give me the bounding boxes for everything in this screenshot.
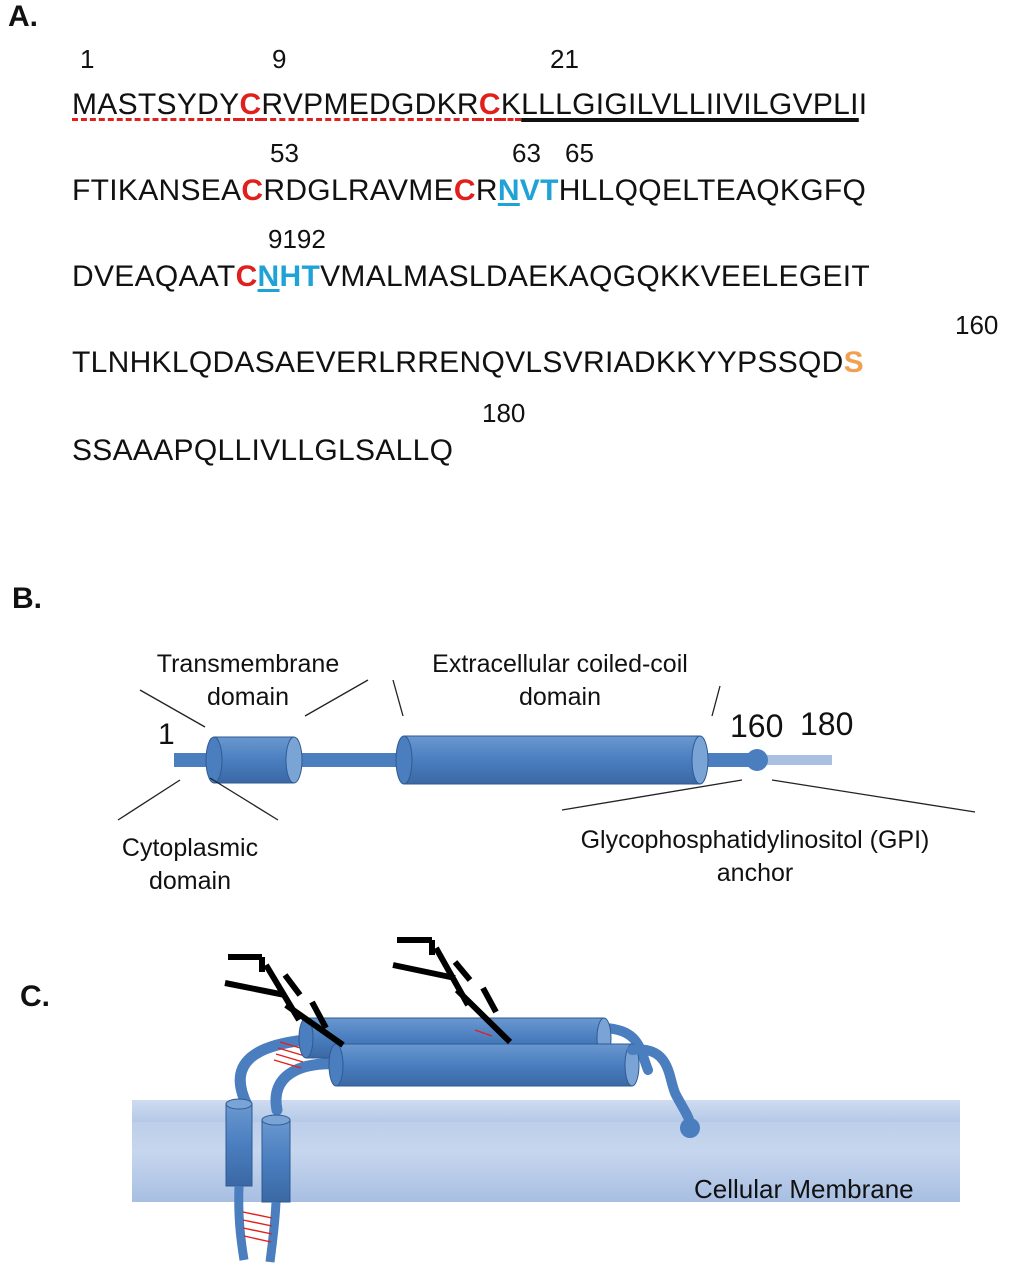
gpi-anchor-label: Glycophosphatidylinositol (GPI) anchor (520, 824, 990, 889)
residue-number-21: 21 (550, 44, 579, 74)
label-line: Cytoplasmic (121, 834, 259, 862)
cytoplasmic-segment: MASTSYDYCRVPMEDGDKRCK (72, 88, 521, 121)
position-180-label: 180 (800, 706, 854, 742)
glycosylation-motif: VT (519, 174, 559, 207)
coiled-coil-cylinder (395, 735, 709, 785)
transmembrane-cylinder-1 (225, 1098, 253, 1187)
extracellular-domain-label: Extracellular coiled-coil domain (380, 648, 740, 713)
linker-segment (295, 753, 407, 767)
coiled-coil-front (328, 1043, 640, 1087)
label-line: domain (519, 682, 601, 711)
label-line: anchor (716, 858, 794, 887)
disulfide-bonds-lower (242, 1211, 273, 1243)
position-1-label: 1 (158, 718, 175, 751)
sequence-line-5: SSAAAPQLLIVLLGLSALLQ (72, 434, 453, 468)
sequence-line-2: FTIKANSEACRDGLRAVMECRNVTHLLQQELTEAQKGFQ (72, 174, 866, 208)
residue-number-53: 53 (270, 138, 299, 168)
gpi-anchor-bulb (680, 1118, 700, 1138)
domain-schematic (117, 679, 976, 821)
residue-number-160: 160 (955, 310, 999, 340)
label-line: Transmembrane (156, 650, 340, 678)
label-line: Glycophosphatidylinositol (GPI) (580, 826, 930, 854)
cytoplasmic-tail-2 (265, 1201, 281, 1263)
transmembrane-segment: LLLGIGILVLLIIVILGVPLI (521, 88, 859, 121)
linker-back-c-term (600, 1023, 653, 1075)
residue-number-63: 63 (512, 138, 541, 168)
disulfide-mark (474, 1029, 493, 1037)
cytoplasmic-domain-label: Cytoplasmic domain (80, 832, 300, 897)
seq-seg: SSAAAPQLLIVLLGLSALLQ (72, 434, 454, 467)
cysteine-21: C (478, 88, 501, 121)
seq-seg: DVEAQAAT (72, 260, 236, 293)
label-line: domain (149, 866, 231, 895)
cysteine-63: C (453, 174, 476, 207)
c-terminal-segment (698, 753, 754, 767)
seq-seg: HLLQQELTEAQKGFQ (558, 174, 867, 207)
position-160-label: 160 (730, 708, 784, 744)
linker-back (234, 1034, 311, 1111)
panel-c-label: C. (20, 980, 50, 1013)
glycosylation-site-92: N (257, 260, 280, 293)
cysteine-53: C (241, 174, 264, 207)
membrane-surface (132, 1100, 960, 1122)
glycan-tree-1 (224, 954, 345, 1048)
gpi-anchor-bulb (746, 749, 768, 771)
seq-seg: RVPMEDGDKR (261, 88, 479, 121)
panel-a-label: A. (8, 0, 38, 33)
cysteine-9: C (239, 88, 262, 121)
membrane-label: Cellular Membrane (694, 1174, 914, 1204)
sequence-line-3: DVEAQAATCNHTVMALMASLDAEKAQGQKKVEELEGEIT (72, 260, 870, 294)
label-line: Extracellular coiled-coil (432, 650, 688, 678)
glycan-tree-2 (392, 937, 513, 1045)
cysteine-91: C (235, 260, 258, 293)
cleaved-propeptide (766, 755, 832, 765)
residue-number-91-92: 9192 (268, 224, 326, 254)
seq-seg: I (858, 88, 868, 121)
sequence-line-1: MASTSYDYCRVPMEDGDKRCKLLLGIGILVLLIIVILGVP… (72, 88, 867, 122)
seq-seg: RDGLRAVME (263, 174, 454, 207)
c-terminal-linker (627, 1044, 695, 1130)
residue-number-1: 1 (80, 44, 95, 74)
label-line: domain (207, 682, 289, 711)
residue-number-180: 180 (482, 398, 526, 428)
transmembrane-cylinder-2 (261, 1114, 291, 1203)
panel-b-label: B. (12, 582, 42, 615)
residue-number-9: 9 (272, 44, 287, 74)
linker-front (270, 1058, 344, 1116)
transmembrane-domain-label: Transmembrane domain (118, 648, 378, 713)
seq-seg: K (500, 88, 522, 121)
residue-number-65: 65 (565, 138, 594, 168)
seq-seg: TLNHKLQDASAEVERLRRENQVLSVRIADKKYYPSSQD (72, 346, 844, 379)
glycosylation-motif: HT (279, 260, 321, 293)
membrane-model (132, 937, 960, 1263)
sequence-line-4: TLNHKLQDASAEVERLRRENQVLSVRIADKKYYPSSQDS (72, 346, 864, 380)
gpi-site-160: S (843, 346, 864, 379)
leader-lines (117, 679, 976, 821)
seq-seg: FTIKANSEA (72, 174, 242, 207)
cytoplasmic-tail-1 (234, 1185, 249, 1261)
seq-seg: R (475, 174, 498, 207)
seq-seg: MASTSYDY (72, 88, 240, 121)
glycosylation-site-65: N (497, 174, 520, 207)
seq-seg: VMALMASLDAEKAQGQKKVEELEGEIT (320, 260, 871, 293)
transmembrane-cylinder (205, 736, 303, 784)
